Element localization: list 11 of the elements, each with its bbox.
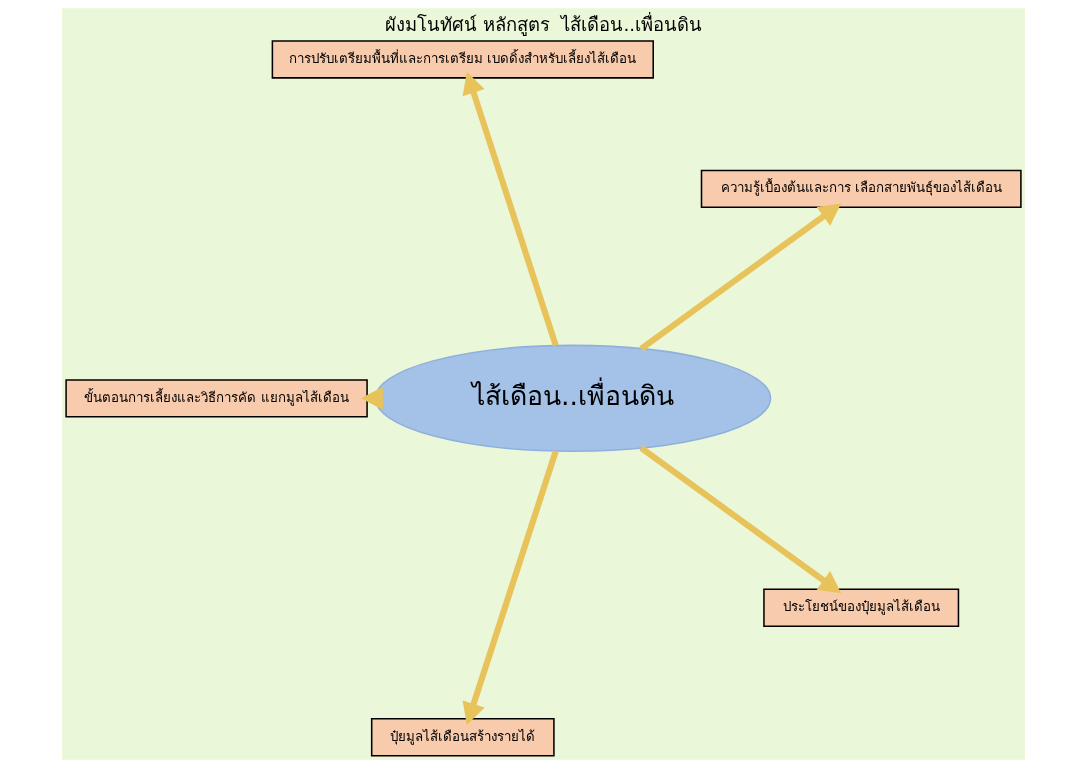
node-box: ขั้นตอนการเลี้ยงและวิธีการคัด แยกมูลไส้เดือน (64, 379, 368, 418)
node-box: ความรู้เบื้องต้นและการ เลือกสายพันธุ์ของไส้เดือน (700, 169, 1022, 209)
diagram-title: ผังมโนทัศน์ หลักสูตร ไส้เดือน..เพื่อนดิน (384, 14, 702, 36)
node-box: ปุ๋ยมูลไส้เดือนสร้างรายได้ (370, 718, 555, 757)
arrow (638, 203, 841, 352)
arrow (462, 450, 559, 725)
arrow (360, 386, 383, 410)
node-box: การปรับเตรียมพื้นที่และการเตรียม เบดดิ้งสำหรับเลี้ยงไส้เดือน (271, 40, 654, 79)
arrow (638, 445, 841, 594)
arrow (462, 71, 559, 347)
node-box: ประโยชน์ของปุ๋ยมูลไส้เดือน (762, 588, 959, 627)
